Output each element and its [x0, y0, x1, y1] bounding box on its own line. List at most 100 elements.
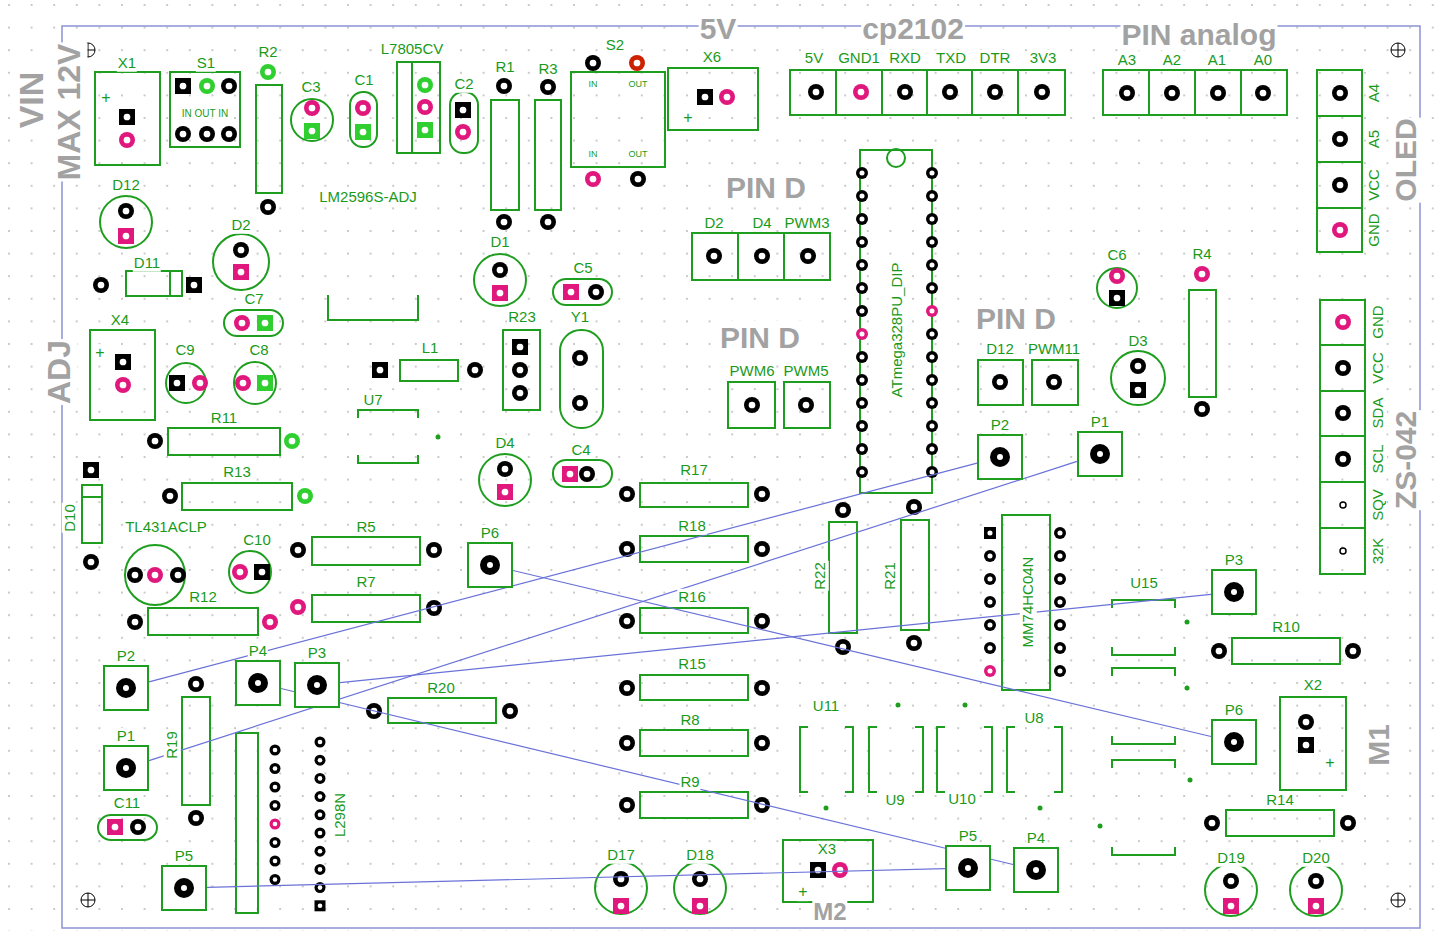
pad-hole	[318, 849, 323, 854]
footprint-outline	[926, 70, 928, 115]
pad-hole	[1228, 878, 1235, 885]
pad-hole	[460, 129, 467, 136]
pad-hole	[502, 466, 509, 473]
square-pad	[512, 339, 528, 355]
part-label: D4	[751, 215, 772, 232]
pad-hole	[759, 740, 766, 747]
silkscreen-heading: 5V	[699, 12, 738, 45]
pad-hole	[193, 681, 200, 688]
round-pad	[856, 397, 868, 409]
round-pad	[417, 99, 433, 115]
footprint-outline	[95, 72, 160, 165]
square-pad	[1308, 898, 1324, 914]
part-label: GND	[1366, 212, 1383, 247]
pad-hole	[204, 83, 211, 90]
round-pad	[588, 284, 604, 300]
part-label: +	[100, 89, 111, 107]
footprint-outline	[1007, 727, 1015, 792]
part-label: TXD	[935, 50, 967, 67]
pad-hole	[759, 253, 766, 260]
pad-hole	[120, 359, 127, 366]
test-pad: P6	[467, 542, 513, 588]
round-pad	[234, 315, 250, 331]
pad-hole	[240, 380, 247, 387]
part-label: OUT	[628, 150, 649, 160]
pad-hole	[431, 547, 438, 554]
part-label: D11	[133, 255, 161, 272]
pad-hole	[239, 320, 246, 327]
round-pad	[188, 676, 204, 692]
part-label: U11	[812, 698, 840, 715]
round-pad	[260, 199, 276, 215]
square-pad	[257, 315, 273, 331]
pad-hole	[124, 114, 131, 121]
footprint-outline	[388, 698, 496, 723]
round-pad	[284, 433, 300, 449]
square-pad	[984, 527, 996, 539]
pad-hole	[273, 840, 278, 845]
pad-hole	[929, 446, 934, 451]
pad-hole	[360, 129, 367, 136]
square-pad	[1130, 382, 1146, 398]
square-pad	[355, 124, 371, 140]
square-pad	[115, 354, 131, 370]
footprint-outline	[1320, 481, 1365, 483]
part-label: PWM3	[784, 215, 831, 232]
pad-hole	[1135, 363, 1142, 370]
part-label: D18	[685, 847, 715, 864]
round-pad	[984, 550, 996, 562]
pad-drill	[307, 675, 327, 695]
round-pad	[692, 871, 708, 887]
ratsnest-line	[340, 594, 1211, 682]
round-pad	[1054, 527, 1066, 539]
round-pad	[260, 64, 276, 80]
round-pad	[1332, 222, 1348, 238]
round-pad	[170, 567, 186, 583]
part-label: GND	[1370, 304, 1387, 339]
round-pad	[199, 126, 215, 142]
pad-hole	[567, 471, 574, 478]
pad-hole	[987, 668, 992, 673]
pad-hole	[226, 83, 233, 90]
pad-drill	[958, 858, 978, 878]
pad-hole	[837, 867, 844, 874]
part-label: D3	[1127, 333, 1148, 350]
pad-hole	[859, 469, 864, 474]
square-pad	[562, 466, 578, 482]
pad-hole	[635, 176, 642, 183]
footprint-outline	[595, 862, 647, 914]
pad-drill	[174, 878, 194, 898]
round-pad	[1335, 314, 1351, 330]
pad-hole	[987, 576, 992, 581]
round-pad	[619, 680, 635, 696]
footprint-outline	[358, 410, 418, 418]
pad-hole	[634, 60, 641, 67]
pad-hole	[1340, 456, 1347, 463]
round-pad	[1046, 374, 1062, 390]
round-pad	[496, 78, 512, 94]
footprint-outline	[887, 149, 905, 167]
footprint-outline	[474, 254, 526, 306]
square-pad	[372, 362, 388, 378]
footprint-outline	[692, 233, 830, 280]
round-pad	[1332, 85, 1348, 101]
round-pad	[232, 564, 248, 580]
silkscreen-heading: MAX 12V	[52, 43, 87, 182]
round-pad	[1204, 815, 1220, 831]
part-label: IN	[588, 150, 599, 160]
part-label: R7	[355, 574, 376, 591]
round-pad	[315, 791, 326, 802]
footprint-outline	[784, 382, 830, 428]
round-pad	[856, 236, 868, 248]
round-pad	[897, 84, 913, 100]
round-pad	[987, 84, 1003, 100]
part-label: A5	[1366, 129, 1383, 149]
round-pad	[942, 84, 958, 100]
footprint-outline	[835, 70, 837, 115]
part-label: C10	[242, 532, 272, 549]
part-label: D17	[606, 847, 636, 864]
test-pad: P3	[294, 662, 340, 708]
part-label: C3	[300, 79, 321, 96]
part-label: U8	[1023, 710, 1044, 727]
